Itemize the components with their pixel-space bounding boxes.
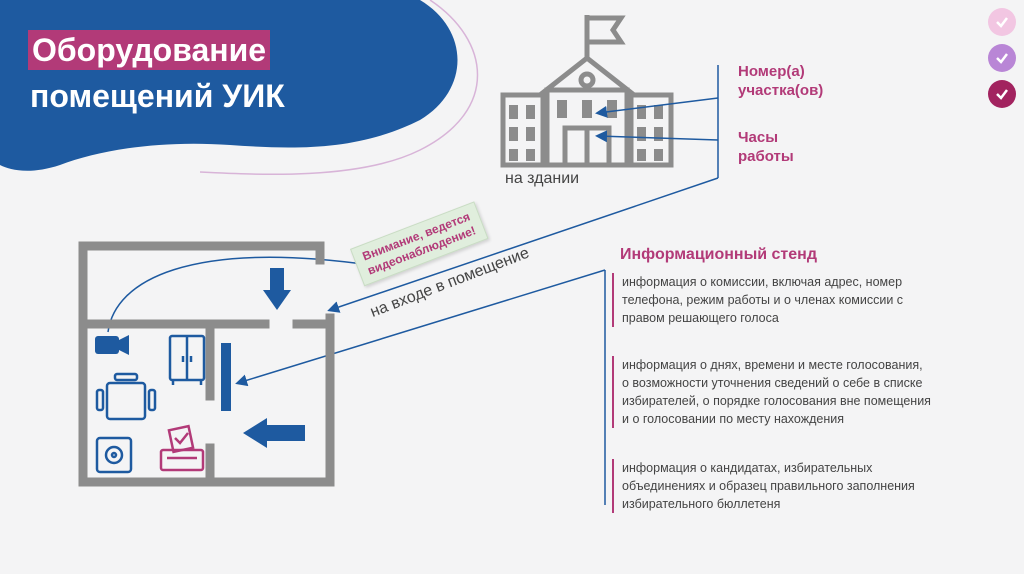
arrow-left-icon: [243, 418, 305, 448]
label-working-hours: Часы работы: [738, 129, 794, 165]
safe-icon: [95, 436, 133, 474]
info-block-commission: информация о комиссии, включая адрес, но…: [612, 273, 932, 327]
floor-plan: [78, 241, 335, 487]
check-icon: [988, 44, 1016, 72]
info-stand-title: Информационный стенд: [620, 246, 817, 263]
building-caption: на здании: [505, 170, 580, 187]
label-precinct-number: Номер(а) участка(ов): [738, 63, 824, 99]
table-icon: [95, 372, 157, 421]
building-icon: [500, 15, 674, 168]
check-icon: [988, 80, 1016, 108]
info-block-candidates: информация о кандидатах, избирательных о…: [612, 459, 932, 513]
info-stand: [221, 343, 231, 411]
camera-icon: [95, 335, 129, 355]
arrow-down-icon: [263, 268, 291, 310]
check-icon: [988, 8, 1016, 36]
cabinet-icon: [168, 334, 206, 385]
info-block-voting: информация о днях, времени и месте голос…: [612, 356, 932, 428]
page-title-line2: помещений УИК: [30, 78, 285, 114]
page-title-line1: Оборудование: [28, 30, 271, 70]
ballot-box-icon: [159, 424, 205, 472]
